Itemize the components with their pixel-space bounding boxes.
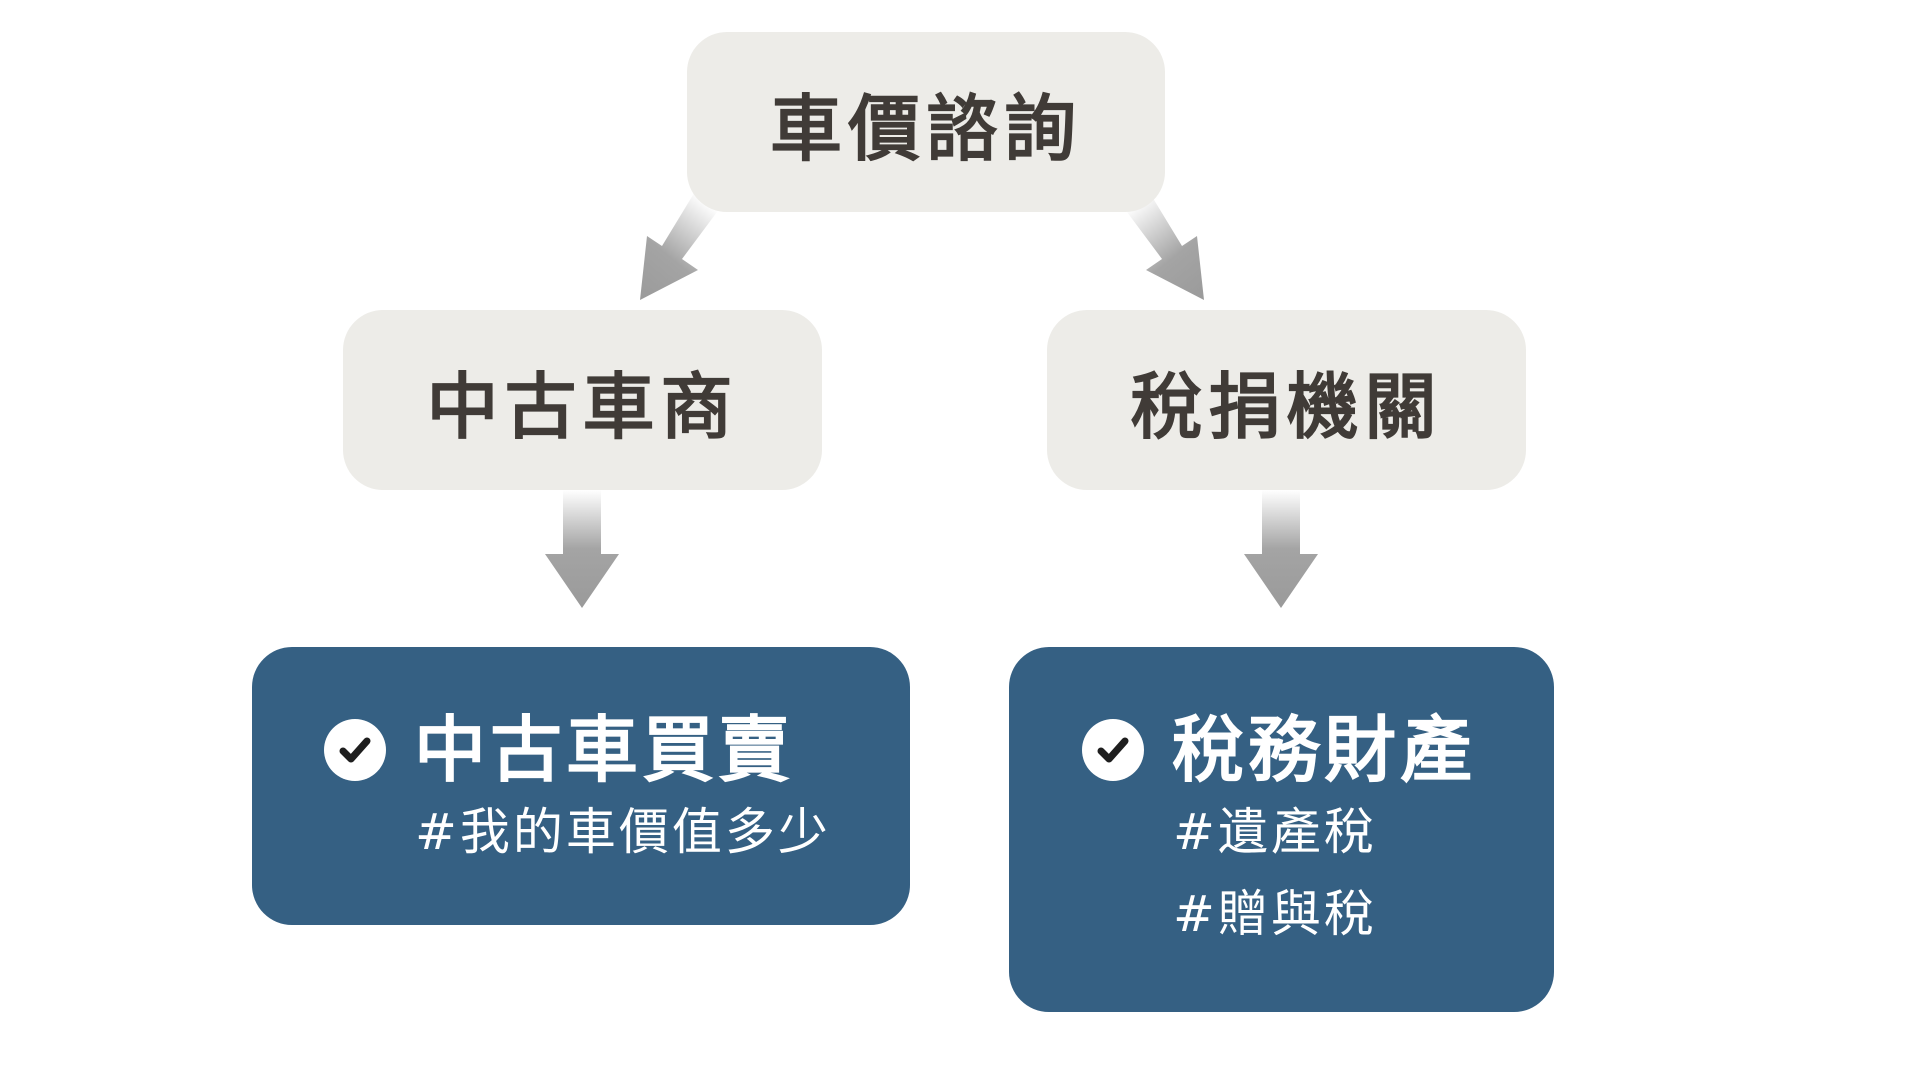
tag-gift-tax: #贈與稅 [1173,885,1377,943]
branch-node-tax-office: 稅捐機關 [1047,310,1526,490]
arrow-right-to-result [1244,490,1318,608]
tag-estate-tax: #遺產稅 [1173,803,1377,861]
result-heading-tax-property: 稅務財產 [1082,714,1476,786]
check-circle-icon [324,719,386,781]
result-card-used-car: 中古車買賣 #我的車價值多少 [252,647,910,925]
result-card-tax-property: 稅務財產 #遺產稅 #贈與稅 [1009,647,1554,1012]
result-title-tax-property: 稅務財產 [1172,708,1477,792]
branch-node-dealer: 中古車商 [343,310,822,490]
result-title-used-car: 中古車買賣 [414,708,795,792]
arrow-root-to-left [640,190,720,300]
tag-car-value: #我的車價值多少 [415,803,831,861]
branch-label-dealer: 中古車商 [426,364,739,449]
root-node: 車價諮詢 [687,32,1165,212]
check-circle-icon [1082,719,1144,781]
result-heading-used-car: 中古車買賣 [324,714,794,786]
arrow-root-to-right [1124,190,1204,300]
root-label: 車價諮詢 [769,86,1082,171]
branch-label-tax-office: 稅捐機關 [1130,364,1443,449]
arrow-left-to-result [545,490,619,608]
